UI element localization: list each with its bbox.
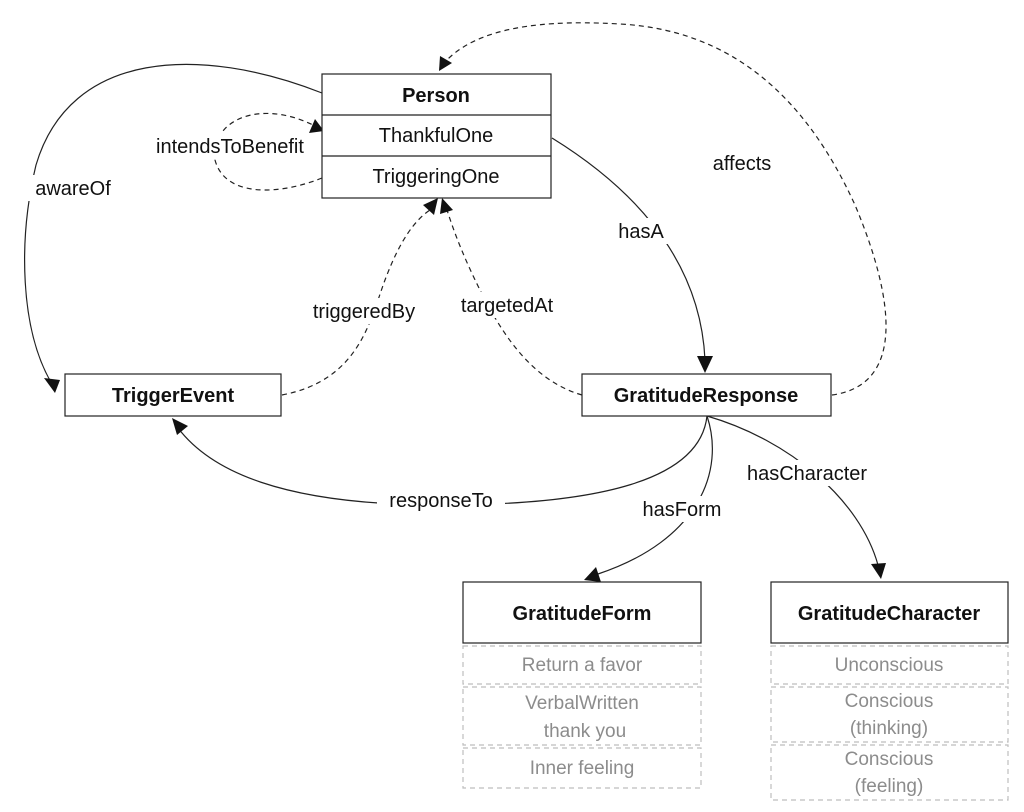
character-value-thinking-line2: (thinking) [850, 718, 928, 739]
person-role-thankfulone: ThankfulOne [379, 125, 494, 147]
person-role-triggeringone: TriggeringOne [372, 166, 499, 188]
node-trigger-event: TriggerEvent [64, 373, 282, 417]
arrowhead-icon [44, 378, 60, 393]
form-value-verbalwritten-line2: thank you [544, 721, 626, 742]
edge-label-hasA: hasA [618, 221, 664, 243]
character-value-unconscious: Unconscious [835, 655, 944, 676]
form-value-verbalwritten-line1: VerbalWritten [525, 693, 639, 714]
edge-awareOf: awareOf [24, 63, 323, 393]
node-gratitude-form: GratitudeForm Return a favor VerbalWritt… [462, 581, 702, 789]
trigger-event-title: TriggerEvent [112, 385, 235, 407]
edge-label-intendsToBenefit: intendsToBenefit [156, 136, 304, 158]
gratitude-character-title: GratitudeCharacter [798, 603, 980, 625]
character-value-feeling-line2: (feeling) [855, 776, 924, 797]
node-gratitude-character: GratitudeCharacter Unconscious Conscious… [770, 581, 1009, 801]
arrowhead-icon [871, 563, 886, 579]
edge-label-awareOf: awareOf [35, 178, 111, 200]
arrowhead-icon [697, 356, 713, 373]
edge-label-triggeredBy: triggeredBy [313, 301, 415, 323]
character-value-thinking-line1: Conscious [845, 691, 934, 712]
edge-label-hasForm: hasForm [643, 499, 722, 521]
arrowhead-icon [172, 418, 188, 435]
arrowhead-icon [423, 198, 438, 215]
edge-hasA: hasA [551, 137, 713, 373]
edge-label-hasCharacter: hasCharacter [747, 463, 867, 485]
edge-targetedAt: targetedAt [440, 198, 583, 396]
edge-affects: affects [439, 22, 887, 396]
gratitude-form-title: GratitudeForm [513, 603, 652, 625]
edge-responseTo: responseTo [172, 415, 708, 513]
gratitude-response-title: GratitudeResponse [614, 385, 798, 407]
node-gratitude-response: GratitudeResponse [581, 373, 832, 417]
arrowhead-icon [440, 198, 453, 214]
edge-label-responseTo: responseTo [389, 490, 492, 512]
edge-hasCharacter: hasCharacter [706, 415, 886, 579]
form-value-inner-feeling: Inner feeling [530, 758, 635, 779]
arrowhead-icon [439, 56, 452, 71]
character-value-feeling-line1: Conscious [845, 749, 934, 770]
person-title: Person [402, 85, 470, 107]
arrowhead-icon [309, 119, 324, 133]
edge-label-affects: affects [713, 153, 772, 175]
edge-triggeredBy: triggeredBy [281, 198, 438, 396]
edge-label-targetedAt: targetedAt [461, 295, 554, 317]
edge-intendsToBenefit: intendsToBenefit [140, 112, 324, 191]
node-person: Person ThankfulOne TriggeringOne [321, 73, 552, 199]
edge-hasForm: hasForm [584, 415, 730, 582]
form-value-return-a-favor: Return a favor [522, 655, 643, 676]
arrowhead-icon [584, 567, 601, 582]
